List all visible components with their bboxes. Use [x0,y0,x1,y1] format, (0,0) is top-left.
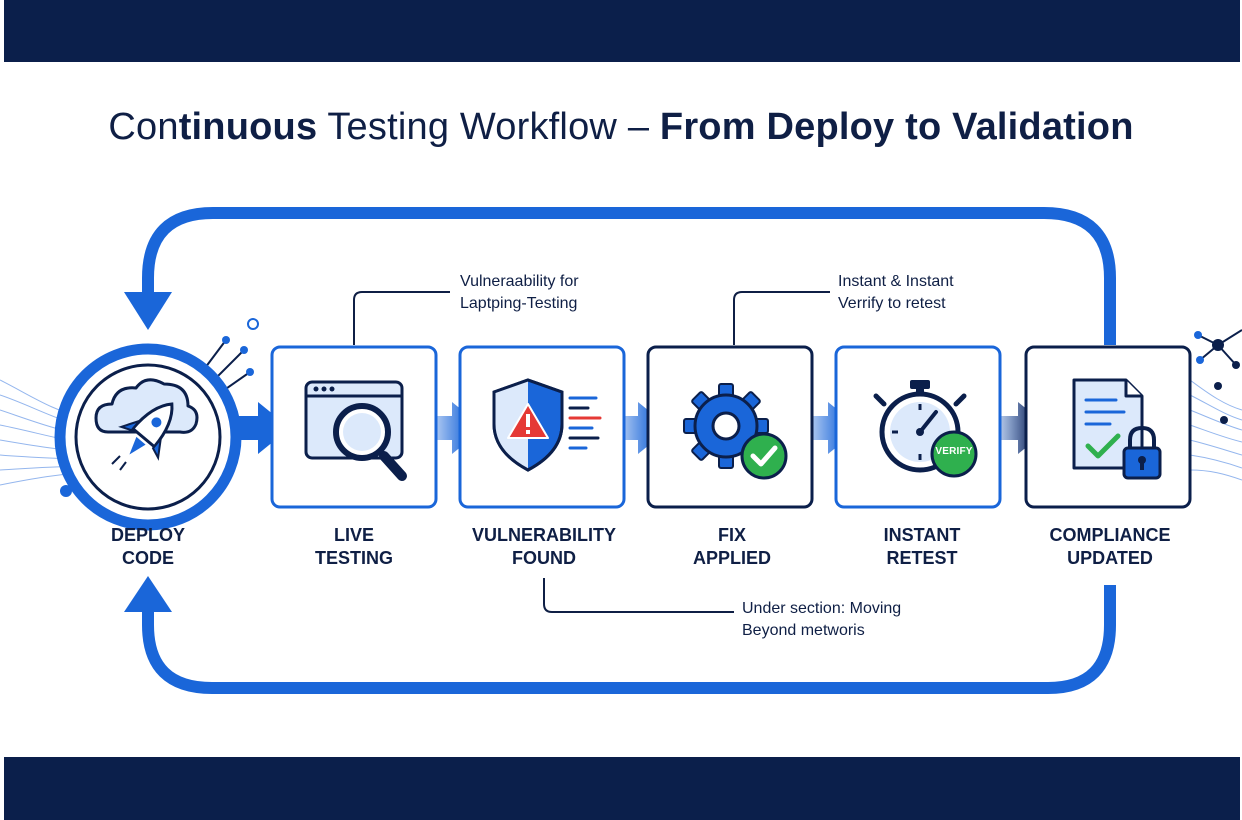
shield-warning-icon [492,378,602,472]
gear-check-icon [683,383,788,480]
document-lock-icon [1072,378,1162,480]
callout-leaders [353,291,830,613]
bottom-banner [4,757,1240,820]
arrow-down-icon [124,292,172,330]
arrow-right-icon [236,402,290,454]
loop-bottom [124,576,1116,694]
top-banner [4,0,1240,62]
verify-badge: VERIFY [935,446,973,457]
stopwatch-verify-icon [873,380,978,478]
page-title: Continuous Testing Workflow – From Deplo… [108,106,1134,148]
loop-top [124,207,1116,345]
arrow-up-icon [124,576,172,612]
browser-magnifier-icon [304,380,407,481]
cloud-rocket-icon [94,378,199,471]
network-nodes-right [1194,329,1242,424]
wave-lines-right [1189,379,1242,481]
